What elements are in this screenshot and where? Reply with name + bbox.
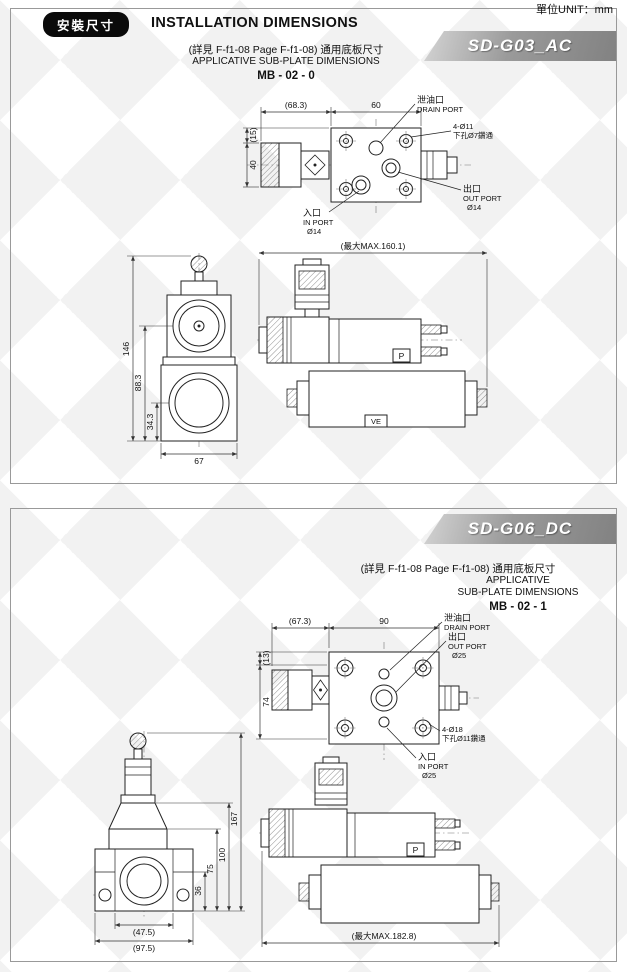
subplate-line-2: SUB-PLATE DIMENSIONS [457,587,579,598]
valve-body-side: P [328,318,448,364]
mb-code: MB - 02 - 0 [257,70,315,82]
port-p-label: P [399,351,405,361]
end-cap-top [438,685,468,711]
top-view-g06: (67.3) 90 (13) 74 [256,612,491,780]
out-port-label-en: OUT PORT [463,194,502,203]
side-view-g03: (最大MAX.160.1) P [257,241,488,428]
in-port-label-cn: 入口 [418,752,436,762]
unit-label: 單位UNIT：mm [536,4,613,16]
in-port-dia: Ø14 [307,227,321,236]
dimensions: 146 88.3 34.3 67 [121,255,238,466]
overall-dimension: (最大MAX.160.1) [258,241,488,387]
subplate-line-1: APPLICATIVE [486,575,550,586]
dim-label: (15) [248,127,258,142]
end-cap-top [420,150,458,180]
subplate-line: APPLICATIVE SUB-PLATE DIMENSIONS [192,56,380,67]
mb-code: MB - 02 - 1 [489,601,547,613]
side-view-g06: P (最大MAX.182.8) [259,756,500,947]
reference-line: (詳見 F-f1-08 Page F-f1-08) 通用底板尺寸 [188,44,384,56]
dim-label: 100 [217,848,227,862]
dim-label: 40 [248,160,258,170]
out-port-label-cn: 出口 [448,631,466,642]
out-port-dia: Ø14 [467,203,481,212]
holes-label: 4-Ø18 [442,725,463,734]
dimensions: 36 75 100 167 (47.5) (97.5) [94,732,245,953]
max-length-label: (最大MAX.160.1) [341,241,406,251]
din-connector [314,756,348,806]
dimensions: (68.3) 60 (15) 40 [243,100,422,188]
dim-label: (47.5) [133,927,155,937]
holes-label: 4-Ø11 [453,122,473,131]
manual-knob [190,255,208,282]
dim-label: 67 [194,456,204,466]
max-length-label: (最大MAX.182.8) [352,931,417,941]
model-badge-sd-g03: SD-G03_AC [424,31,616,61]
panel-sd-g06: SD-G06_DC (詳見 F-f1-08 Page F-f1-08) 通用底板… [10,508,617,962]
dim-label: 146 [121,342,131,356]
holes-label: 下孔Ø7鑽通 [453,130,494,140]
manual-knob [129,732,147,760]
solenoid-front [108,758,168,850]
valve-body-top [328,651,440,745]
out-port-label-en: OUT PORT [448,642,487,651]
holes-label: 下孔Ø11鑽通 [442,733,486,743]
valve-body-side: P [346,812,461,858]
solenoid-top [271,669,330,711]
dim-label: 90 [379,616,389,626]
dim-label: 60 [371,100,381,110]
dim-label: 88.3 [133,374,143,391]
drain-port-label-en: DRAIN PORT [444,623,491,632]
manifold-base: VE [286,370,488,428]
din-connector [294,258,330,318]
dim-label: 167 [229,812,239,826]
manifold-base [298,864,500,924]
out-port-dia: Ø25 [452,651,466,660]
dim-label: (97.5) [133,943,155,953]
section-title: INSTALLATION DIMENSIONS [151,15,358,31]
dim-label: (13) [261,650,271,665]
valve-base-front [94,848,194,912]
dim-label: (67.3) [289,616,311,626]
in-port-label-en: IN PORT [303,218,334,227]
drain-port-label-cn: 泄油口 [444,612,471,623]
drain-port-label-en: DRAIN PORT [417,105,464,114]
in-port-label-cn: 入口 [303,208,321,218]
model-badge-sd-g06: SD-G06_DC [424,514,616,544]
dim-label: 36 [193,886,203,896]
solenoid-side [258,316,330,364]
port-callouts: 泄油口 DRAIN PORT 出口 OUT PORT Ø25 4-Ø18 下孔Ø… [386,612,491,780]
solenoid-top [260,142,330,188]
out-port-label-cn: 出口 [463,183,481,194]
reference-line: (詳見 F-f1-08 Page F-f1-08) 通用底板尺寸 [360,563,556,575]
port-callouts: 泄油口 DRAIN PORT 4-Ø11 下孔Ø7鑽通 出口 OUT PORT … [303,94,502,236]
dim-label: 34.3 [145,413,155,430]
ve-label: VE [371,417,381,426]
in-port-label-en: IN PORT [418,762,449,771]
in-port-dia: Ø25 [422,771,436,780]
dim-label: (68.3) [285,100,307,110]
panel-sd-g03: 安裝尺寸 INSTALLATION DIMENSIONS SD-G03_AC (… [10,8,617,484]
dim-label: 74 [261,697,271,707]
dim-label: 75 [205,864,215,874]
solenoid-side [260,808,348,858]
overall-dimension: (最大MAX.182.8) [261,851,500,947]
dimensions: (67.3) 90 (13) 74 [256,616,440,740]
top-view-g03: (68.3) 60 (15) 40 泄油口 DRAIN PORT 4-Ø11 下… [243,94,502,236]
front-view-g03: 146 88.3 34.3 67 [121,253,238,466]
valve-body-top [330,127,422,203]
drain-port-label-cn: 泄油口 [417,94,444,105]
front-view-g06: 36 75 100 167 (47.5) (97.5) [93,731,245,953]
valve-body-front [160,356,238,442]
port-p-label: P [413,845,419,855]
solenoid-front [166,280,232,358]
section-badge: 安裝尺寸 [43,12,130,37]
